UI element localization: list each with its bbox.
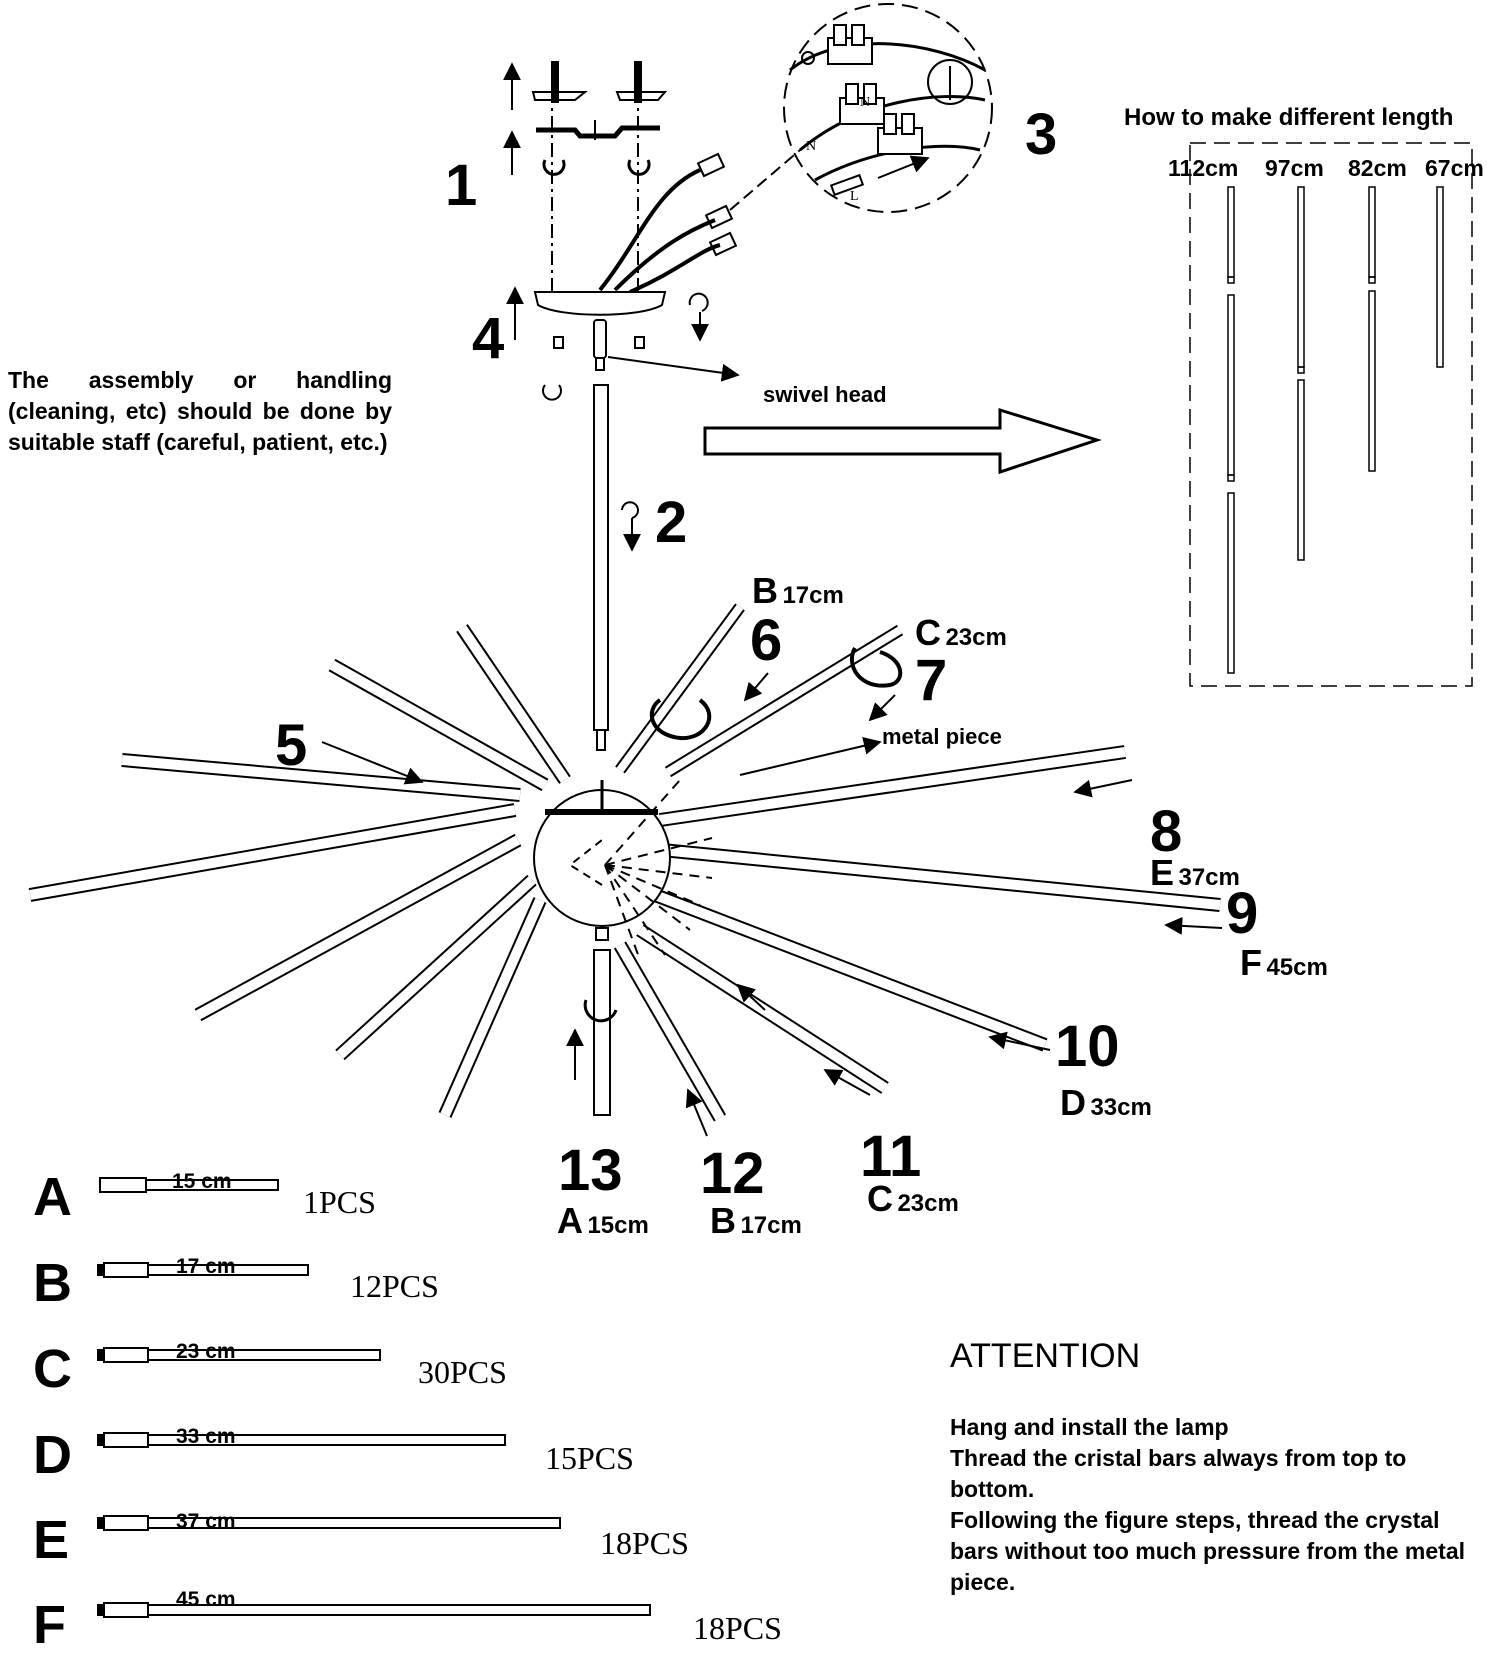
bar-e-letter: E: [33, 1510, 70, 1570]
step8-bar: E 37cm: [1150, 852, 1240, 893]
step-8: 8: [1150, 799, 1183, 864]
crystal-rod-fill: [121, 755, 521, 800]
canopy: [506, 286, 740, 401]
crystal-rod-fill: [195, 835, 521, 1020]
step10-bar: D 33cm: [1060, 1082, 1152, 1123]
crystal-rod-fill: [653, 890, 1047, 1050]
length-112: 112cm: [1168, 155, 1239, 181]
ceiling-mount: [503, 61, 801, 305]
central-rod: [593, 384, 641, 751]
step-3: 3: [1025, 102, 1058, 167]
bar-f-length: 45 cm: [176, 1588, 236, 1611]
big-arrow: [703, 407, 1102, 475]
bar-c-length: 23 cm: [176, 1340, 236, 1363]
metal-piece-label: metal piece: [882, 724, 1002, 749]
catalogue-bar-head: [103, 1602, 149, 1618]
step11-bar: C 23cm: [867, 1178, 959, 1219]
crystal-rod-fill: [457, 625, 570, 783]
wire-n2-label: N: [860, 95, 870, 110]
catalogue-bar-head: [103, 1515, 149, 1531]
crystal-rod-fill: [659, 747, 1126, 825]
crystal-rod-fill: [665, 626, 903, 776]
bar-e-count: 18PCS: [600, 1525, 689, 1561]
bar-d-letter: D: [33, 1425, 72, 1485]
crystal-rod-fill: [329, 660, 548, 790]
safety-note: The assembly or handling (cleaning, etc)…: [8, 367, 392, 455]
bar-c-letter: C: [33, 1339, 72, 1399]
attention-body: Hang and install the lamp Thread the cri…: [950, 1412, 1470, 1598]
bar-f-count: 18PCS: [693, 1610, 782, 1646]
step-10: 10: [1055, 1014, 1120, 1079]
step-6: 6: [750, 608, 783, 673]
step12-bar: B 17cm: [710, 1200, 802, 1241]
explode-lines: [604, 779, 713, 961]
step7-bar: C 23cm: [915, 612, 1007, 653]
catalogue-bar-head: [99, 1177, 147, 1193]
step-5: 5: [275, 713, 308, 778]
attention-line-3: Following the figure steps, thread the c…: [950, 1507, 1466, 1595]
sphere: [533, 780, 671, 941]
bar-b-length: 17 cm: [176, 1255, 236, 1278]
step9-bar: F 45cm: [1240, 942, 1328, 983]
crystal-rod-fill: [29, 805, 516, 900]
bar-e-length: 37 cm: [176, 1510, 236, 1533]
length-82: 82cm: [1348, 155, 1407, 181]
catalogue-bar-head: [103, 1347, 149, 1363]
step6-bar: B 17cm: [752, 570, 844, 611]
bar-d-count: 15PCS: [545, 1440, 634, 1476]
catalogue-bar-head: [103, 1262, 149, 1278]
bar-a-length: 15 cm: [172, 1170, 232, 1193]
length-67: 67cm: [1425, 155, 1484, 181]
wire-n-label: N: [806, 139, 816, 154]
bar-catalogue: [97, 1177, 651, 1618]
step-4: 4: [472, 306, 505, 371]
bar-c-count: 30PCS: [418, 1354, 507, 1390]
step13-bar: A 15cm: [557, 1200, 649, 1241]
attention-line-1: Hang and install the lamp: [950, 1414, 1229, 1440]
swivel-head-label: swivel head: [763, 382, 887, 407]
connector-detail: [783, 3, 993, 213]
step-1: 1: [445, 153, 478, 218]
bar-d-length: 33 cm: [176, 1425, 236, 1448]
step-7: 7: [915, 648, 948, 713]
step-13: 13: [558, 1138, 623, 1203]
step-11: 11: [860, 1124, 922, 1189]
bar-b-letter: B: [33, 1253, 72, 1313]
step-12: 12: [700, 1141, 765, 1206]
wire-l-label: L: [850, 189, 859, 204]
step-2: 2: [655, 490, 688, 555]
catalogue-bar-head: [103, 1432, 149, 1448]
pointer-arrows: [321, 646, 1223, 1137]
bar-a-count: 1PCS: [303, 1184, 376, 1220]
step-9: 9: [1226, 881, 1259, 946]
crystal-rod-fill: [616, 604, 744, 773]
length-guide-title: How to make different length: [1124, 104, 1454, 131]
bottom-rod: [566, 949, 618, 1116]
bar-a-letter: A: [33, 1167, 72, 1227]
crystal-rod-fill: [440, 897, 545, 1118]
bar-b-count: 12PCS: [350, 1268, 439, 1304]
bar-f-letter: F: [33, 1595, 66, 1655]
crystal-rod-fill: [661, 845, 1221, 910]
crystal-rod-fill: [615, 942, 725, 1121]
length-97: 97cm: [1265, 155, 1324, 181]
attention-line-2: Thread the cristal bars always from top …: [950, 1445, 1407, 1502]
length-guide: [1189, 142, 1473, 687]
attention-title: ATTENTION: [950, 1337, 1141, 1375]
crystal-rod-fill: [336, 876, 536, 1059]
